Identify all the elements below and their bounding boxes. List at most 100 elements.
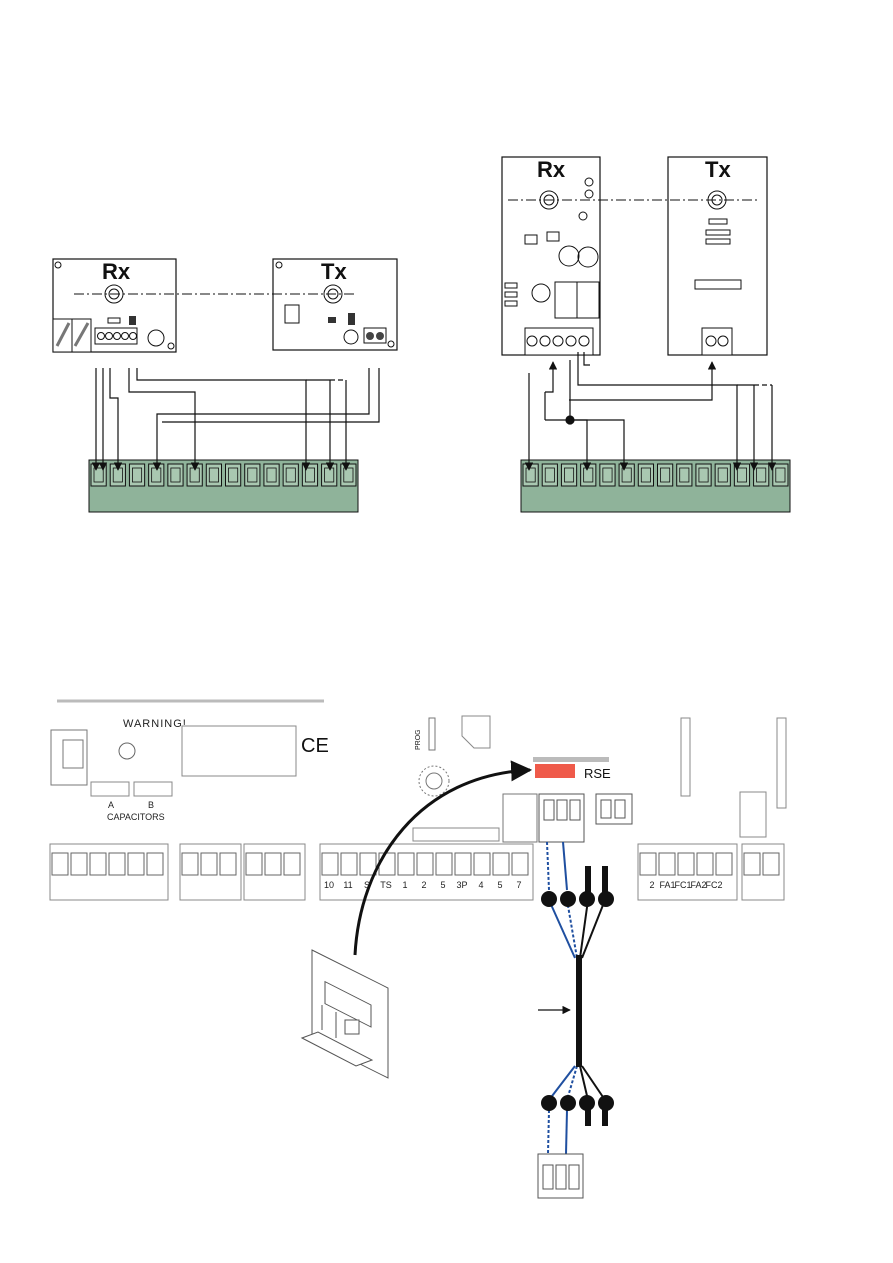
terminal-cell <box>695 463 712 487</box>
terminal-cell <box>522 463 539 487</box>
board-terminal <box>696 852 714 876</box>
terminal-cell <box>148 463 165 487</box>
terminal-cell <box>263 463 280 487</box>
terminal-cell <box>340 463 357 487</box>
capacitors-label: CAPACITORS <box>107 812 165 822</box>
terminal-cell <box>321 463 338 487</box>
terminal-cell <box>599 463 616 487</box>
board-terminal <box>492 852 510 876</box>
terminal-label: 11 <box>343 880 352 890</box>
terminal-screw <box>698 467 709 483</box>
board-terminal <box>378 852 396 876</box>
terminal-cell <box>714 463 731 487</box>
rse-plugin-card <box>300 949 389 1079</box>
terminal-screw <box>285 467 296 483</box>
capacitor-a-label: A <box>108 800 114 810</box>
rse-connector <box>535 764 575 778</box>
terminal-screw <box>679 467 690 483</box>
left-terminal-strip <box>88 459 359 513</box>
ce-mark: CE <box>301 735 329 757</box>
terminal-cell <box>618 463 635 487</box>
board-terminal <box>340 852 358 876</box>
board-terminal <box>639 852 657 876</box>
left-tx-label: Tx <box>321 259 347 284</box>
terminal-label: 1 <box>402 880 407 890</box>
terminal-cell <box>205 463 223 487</box>
board-terminal <box>51 852 69 876</box>
board-terminal <box>359 852 377 876</box>
terminal-screw <box>602 467 613 483</box>
terminal-cell <box>657 463 674 487</box>
right-rx-board: Rx <box>501 156 601 356</box>
terminal-screw <box>247 467 258 483</box>
warning-text: WARNING! <box>123 718 187 730</box>
terminal-cell <box>167 463 184 487</box>
terminal-label: S <box>364 880 370 890</box>
terminal-screw <box>640 467 651 483</box>
board-terminal <box>70 852 88 876</box>
terminal-label: FA1 <box>659 880 675 890</box>
left-diagram: Rx Tx <box>52 258 398 513</box>
terminal-cell <box>244 463 261 487</box>
terminal-cell <box>560 463 578 487</box>
terminal-screw <box>564 467 575 483</box>
left-wires <box>91 368 380 471</box>
rse-label: RSE <box>584 766 611 781</box>
board-terminal <box>762 852 780 876</box>
board-terminal <box>715 852 733 876</box>
terminal-label: FA2 <box>690 880 706 890</box>
board-terminal <box>473 852 491 876</box>
board-terminal <box>397 852 415 876</box>
right-rx-label: Rx <box>537 157 566 182</box>
terminal-label: TS <box>380 880 392 890</box>
terminal-label: FC1 <box>674 880 691 890</box>
terminal-screw <box>266 467 277 483</box>
terminal-screw <box>736 467 747 483</box>
right-tx-label: Tx <box>705 157 731 182</box>
terminal-screw <box>775 467 786 483</box>
terminal-cell <box>225 463 242 487</box>
board-terminal <box>219 852 237 876</box>
board-terminal <box>416 852 434 876</box>
board-terminal <box>245 852 263 876</box>
terminal-label: 7 <box>516 880 521 890</box>
terminal-label: FC2 <box>705 880 722 890</box>
left-tx-board: Tx <box>272 258 398 351</box>
prog-label: PROG <box>415 729 422 750</box>
board-terminal <box>200 852 218 876</box>
board-terminal <box>454 852 472 876</box>
capacitor-b-label: B <box>148 800 154 810</box>
board-terminal <box>743 852 761 876</box>
terminal-cell <box>753 463 770 487</box>
board-terminal <box>677 852 695 876</box>
terminal-screw <box>132 467 143 483</box>
terminal-cell <box>580 463 597 487</box>
board-terminal <box>321 852 339 876</box>
board-terminal <box>511 852 529 876</box>
board-terminal-row <box>49 843 785 901</box>
terminal-cell <box>301 463 319 487</box>
terminal-cell <box>772 463 789 487</box>
terminal-screw <box>170 467 181 483</box>
board-terminal <box>127 852 145 876</box>
right-wires <box>524 352 777 471</box>
board-terminal <box>181 852 199 876</box>
terminal-label: 5 <box>497 880 502 890</box>
left-rx-label: Rx <box>102 259 131 284</box>
terminal-screw <box>717 467 728 483</box>
board-terminal <box>108 852 126 876</box>
left-rx-board: Rx <box>52 258 177 353</box>
board-terminal <box>264 852 282 876</box>
rse-cable <box>537 841 614 1199</box>
board-terminal <box>658 852 676 876</box>
terminal-label: 4 <box>478 880 483 890</box>
right-tx-board: Tx <box>667 156 768 356</box>
right-terminal-strip <box>520 459 791 513</box>
right-diagram: Rx Tx <box>501 156 791 513</box>
terminal-label: 2 <box>421 880 426 890</box>
terminal-label: 3P <box>456 880 467 890</box>
terminal-screw <box>208 467 219 483</box>
